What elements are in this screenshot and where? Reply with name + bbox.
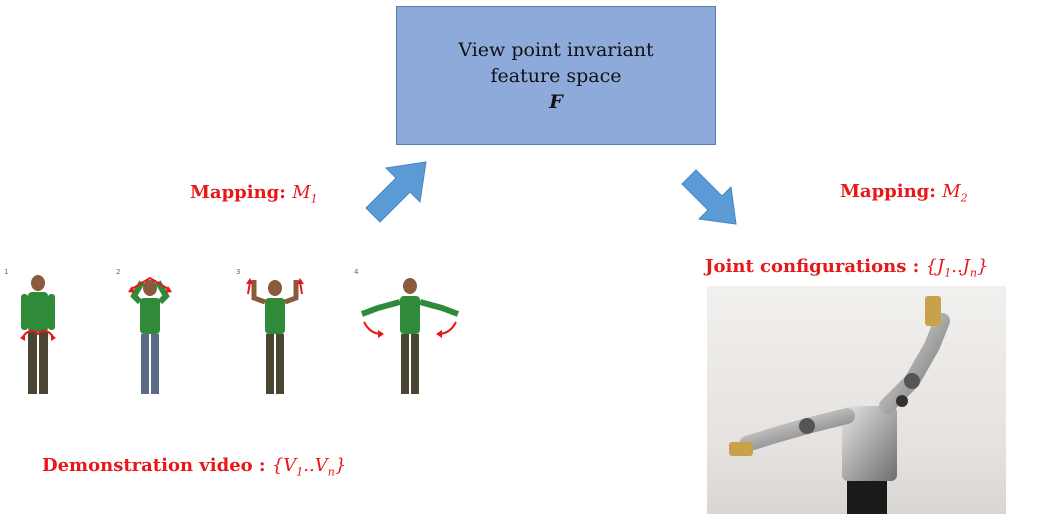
demo-frame-3: 3 bbox=[236, 268, 310, 408]
mapping-m1-symbol: M bbox=[292, 182, 311, 203]
feature-space-box: View point invariant feature space F bbox=[396, 6, 716, 145]
person-arms-out-icon bbox=[360, 278, 460, 394]
joint-config-set-close: } bbox=[976, 256, 989, 277]
demonstration-video-label: Demonstration video : {V1..Vn} bbox=[42, 455, 346, 479]
demo-video-set-open: {V bbox=[271, 455, 297, 476]
demonstration-frames: 1 2 3 bbox=[0, 268, 470, 408]
mapping-m2-label: Mapping: M2 bbox=[840, 181, 968, 205]
joint-config-sub1: 1 bbox=[944, 266, 952, 280]
feature-space-line1: View point invariant bbox=[458, 38, 654, 61]
joint-config-set-open: {J bbox=[925, 256, 945, 277]
demo-video-text: Demonstration video : bbox=[42, 455, 272, 476]
demo-video-subn: n bbox=[327, 465, 335, 479]
joint-config-dots: ..J bbox=[951, 256, 970, 277]
arrow-down-right-icon bbox=[681, 169, 737, 225]
feature-space-line2: feature space bbox=[490, 64, 622, 87]
frame-number: 3 bbox=[236, 268, 241, 276]
frame-number: 2 bbox=[116, 268, 121, 276]
demo-frame-1: 1 bbox=[4, 268, 78, 408]
joint-config-subn: n bbox=[969, 266, 977, 280]
person-hands-head-icon bbox=[128, 276, 172, 394]
frame-number: 1 bbox=[4, 268, 9, 276]
demo-frame-4: 4 bbox=[354, 268, 468, 408]
frame-number: 4 bbox=[354, 268, 359, 276]
arrow-up-right-icon bbox=[365, 161, 427, 223]
mapping-m2-text: Mapping: bbox=[840, 181, 943, 202]
joint-config-text: Joint configurations : bbox=[705, 256, 926, 277]
mapping-m1-label: Mapping: M1 bbox=[190, 182, 318, 206]
robot-arm-photo bbox=[707, 286, 1006, 514]
mapping-m1-text: Mapping: bbox=[190, 182, 293, 203]
mapping-m2-symbol: M bbox=[942, 181, 961, 202]
joint-configurations-label: Joint configurations : {J1..Jn} bbox=[705, 256, 988, 280]
demo-video-sub1: 1 bbox=[296, 465, 304, 479]
mapping-m2-subscript: 2 bbox=[960, 191, 968, 205]
person-arms-up-icon bbox=[246, 278, 304, 394]
robot-arm-icon bbox=[729, 296, 950, 514]
person-arms-down-icon bbox=[20, 275, 56, 394]
mapping-m1-subscript: 1 bbox=[310, 192, 318, 206]
feature-space-symbol: F bbox=[549, 90, 563, 113]
demo-video-dots: ..V bbox=[303, 455, 328, 476]
demo-frame-2: 2 bbox=[116, 268, 190, 408]
demo-video-set-close: } bbox=[334, 455, 347, 476]
